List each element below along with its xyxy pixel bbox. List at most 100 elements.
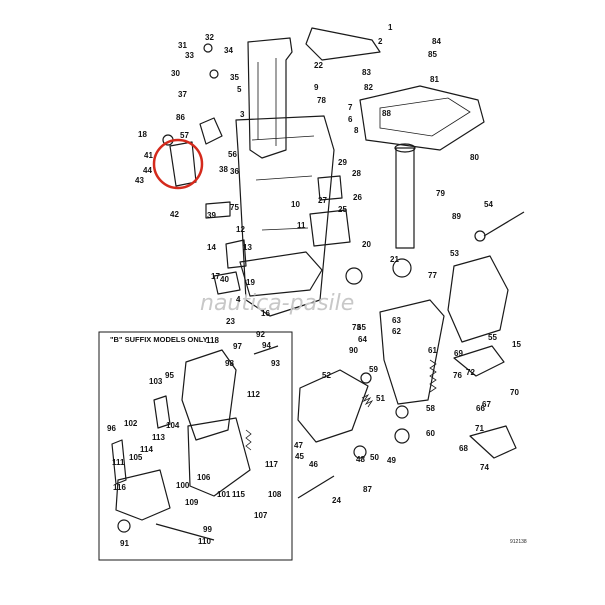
callout-94: 94 xyxy=(262,341,271,350)
callout-112: 112 xyxy=(247,390,260,399)
callout-81: 81 xyxy=(430,75,439,84)
callout-54: 54 xyxy=(484,200,493,209)
callout-86: 86 xyxy=(176,113,185,122)
callout-48: 48 xyxy=(356,455,365,464)
callout-32: 32 xyxy=(205,33,214,42)
callout-118: 118 xyxy=(206,336,219,345)
callout-55: 55 xyxy=(488,333,497,342)
callout-7: 7 xyxy=(348,103,353,112)
callout-80: 80 xyxy=(470,153,479,162)
callout-62: 62 xyxy=(392,327,401,336)
callout-75: 75 xyxy=(230,203,239,212)
callout-35: 35 xyxy=(230,73,239,82)
callout-52: 52 xyxy=(322,371,331,380)
callout-16: 16 xyxy=(261,309,270,318)
callout-41: 41 xyxy=(144,151,153,160)
callout-3: 3 xyxy=(240,110,245,119)
callout-36: 36 xyxy=(230,167,239,176)
callout-104: 104 xyxy=(166,421,180,430)
callout-40: 40 xyxy=(220,275,229,284)
callout-95: 95 xyxy=(165,371,174,380)
callout-27: 27 xyxy=(318,196,327,205)
callout-78: 78 xyxy=(317,96,326,105)
callout-20: 20 xyxy=(362,240,371,249)
callout-47: 47 xyxy=(294,441,303,450)
callout-74: 74 xyxy=(480,463,489,472)
callout-59: 59 xyxy=(369,365,378,374)
callout-105: 105 xyxy=(129,453,143,462)
callout-30: 30 xyxy=(171,69,180,78)
callout-70: 70 xyxy=(510,388,519,397)
callout-60: 60 xyxy=(426,429,435,438)
callout-115: 115 xyxy=(232,490,245,499)
callout-group: 1234567891011121314151617181920212223242… xyxy=(107,23,521,548)
callout-51: 51 xyxy=(376,394,385,403)
callout-33: 33 xyxy=(185,51,194,60)
callout-21: 21 xyxy=(390,255,399,264)
callout-26: 26 xyxy=(353,193,362,202)
callout-79: 79 xyxy=(436,189,445,198)
callout-23: 23 xyxy=(226,317,235,326)
callout-63: 63 xyxy=(392,316,401,325)
callout-57: 57 xyxy=(180,131,189,140)
callout-22: 22 xyxy=(314,61,323,70)
callout-92: 92 xyxy=(256,330,265,339)
callout-106: 106 xyxy=(197,473,211,482)
callout-84: 84 xyxy=(432,37,441,46)
parts-outline xyxy=(155,27,525,541)
callout-96: 96 xyxy=(107,424,116,433)
callout-103: 103 xyxy=(149,377,163,386)
callout-50: 50 xyxy=(370,453,379,462)
callout-19: 19 xyxy=(246,278,255,287)
callout-90: 90 xyxy=(349,346,358,355)
callout-39: 39 xyxy=(207,211,216,220)
callout-31: 31 xyxy=(178,41,187,50)
callout-42: 42 xyxy=(170,210,179,219)
callout-12: 12 xyxy=(236,225,245,234)
callout-17: 17 xyxy=(211,272,220,281)
callout-68: 68 xyxy=(459,444,468,453)
callout-102: 102 xyxy=(124,419,138,428)
callout-82: 82 xyxy=(364,83,373,92)
callout-116: 116 xyxy=(113,483,126,492)
callout-69: 69 xyxy=(454,349,463,358)
callout-4: 4 xyxy=(236,295,241,304)
callout-56: 56 xyxy=(228,150,237,159)
callout-65: 65 xyxy=(357,323,366,332)
callout-46: 46 xyxy=(309,460,318,469)
callout-87: 87 xyxy=(363,485,372,494)
callout-37: 37 xyxy=(178,90,187,99)
callout-99: 99 xyxy=(203,525,212,534)
callout-91: 91 xyxy=(120,539,129,548)
callout-93: 93 xyxy=(271,359,280,368)
callout-13: 13 xyxy=(243,243,252,252)
callout-89: 89 xyxy=(452,212,461,221)
callout-28: 28 xyxy=(352,169,361,178)
callout-111: 111 xyxy=(112,458,125,467)
callout-85: 85 xyxy=(428,50,437,59)
watermark-text: nautica-pasile xyxy=(200,291,354,316)
callout-1: 1 xyxy=(388,23,393,32)
callout-72: 72 xyxy=(466,368,475,377)
inset-title: "B" SUFFIX MODELS ONLY xyxy=(110,335,208,344)
callout-61: 61 xyxy=(428,346,437,355)
callout-44: 44 xyxy=(143,166,152,175)
callout-114: 114 xyxy=(140,445,153,454)
callout-113: 113 xyxy=(152,433,165,442)
drawing-code: 912138 xyxy=(510,539,527,545)
callout-11: 11 xyxy=(297,221,306,230)
callout-107: 107 xyxy=(254,511,268,520)
callout-110: 110 xyxy=(198,537,211,546)
callout-29: 29 xyxy=(338,158,347,167)
inset-box xyxy=(98,331,293,561)
callout-64: 64 xyxy=(358,335,367,344)
callout-6: 6 xyxy=(348,115,353,124)
callout-77: 77 xyxy=(428,271,437,280)
callout-49: 49 xyxy=(387,456,396,465)
callout-18: 18 xyxy=(138,130,147,139)
callout-73: 73 xyxy=(352,323,361,332)
callout-38: 38 xyxy=(219,165,228,174)
callout-76: 76 xyxy=(453,371,462,380)
callout-43: 43 xyxy=(135,176,144,185)
